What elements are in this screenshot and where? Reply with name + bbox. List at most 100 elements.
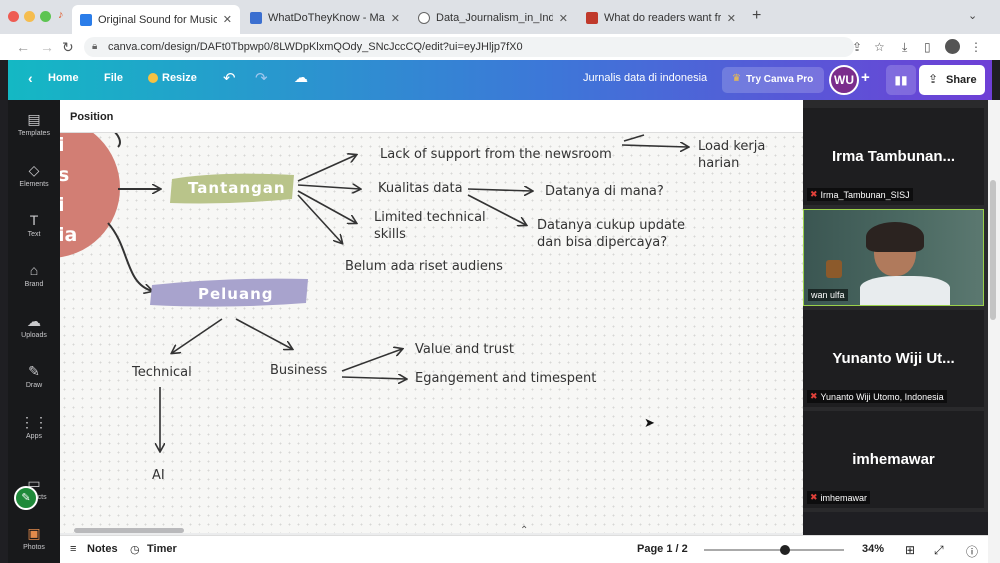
tantangan-brush-shape[interactable]	[170, 173, 294, 204]
tantangan-label[interactable]: Tantangan	[188, 179, 286, 197]
node-lack-support[interactable]: Lack of support from the newsroom	[380, 147, 612, 162]
pen-annotation-icon[interactable]: ✎	[14, 486, 38, 510]
chevron-left-icon[interactable]: ‹	[28, 70, 33, 86]
central-topic-circle[interactable]	[60, 133, 120, 258]
node-datanya-mana[interactable]: Datanya di mana?	[545, 184, 664, 199]
redo-icon[interactable]: ↷	[255, 70, 268, 87]
close-tab-icon[interactable]: ✕	[222, 14, 232, 26]
node-technical[interactable]: Technical	[132, 365, 192, 380]
node-update-line1[interactable]: Datanya cukup update	[537, 218, 686, 233]
close-tab-icon[interactable]: ✕	[558, 12, 568, 25]
insights-chart-icon[interactable]: ▮▮	[886, 65, 916, 95]
zoom-slider-track[interactable]	[704, 545, 844, 555]
page-indicator[interactable]: Page 1 / 2	[637, 543, 688, 555]
document-title[interactable]: Jurnalis data di indonesia	[583, 72, 708, 84]
node-limited-line1[interactable]: Limited technical	[374, 210, 486, 225]
node-value-trust[interactable]: Value and trust	[415, 342, 514, 357]
participant-tile[interactable]: Irma Tambunan... ✖ Irma_Tambunan_SISJ	[803, 108, 984, 205]
node-riset-audiens[interactable]: Belum ada riset audiens	[345, 259, 503, 274]
uploads-icon: ☁	[27, 313, 41, 329]
browser-menu-icon[interactable]: ⋮	[970, 40, 982, 54]
grid-view-icon[interactable]: ⊞	[905, 543, 916, 557]
mindmap-connectors	[60, 133, 803, 533]
arrow-stub-load	[623, 134, 645, 142]
fullscreen-icon[interactable]: ⤢	[934, 543, 944, 557]
position-button[interactable]: Position	[70, 111, 114, 123]
browser-tab[interactable]: WhatDoTheyKnow - Make and ✕	[242, 6, 408, 30]
node-business[interactable]: Business	[270, 363, 328, 378]
sidebar-item-elements[interactable]: ◇ Elements	[8, 161, 60, 188]
share-page-icon[interactable]: ⇪	[852, 40, 863, 54]
node-update-line2[interactable]: dan bisa dipercaya?	[537, 235, 668, 250]
sidebar-item-apps[interactable]: ⋮⋮ Apps	[8, 413, 60, 440]
profile-avatar[interactable]	[945, 39, 960, 54]
undo-icon[interactable]: ↶	[223, 70, 236, 87]
peluang-label[interactable]: Peluang	[198, 285, 274, 303]
home-button[interactable]: Home	[48, 72, 79, 84]
help-icon[interactable]: ⓘ	[966, 545, 979, 559]
canva-bottom-bar: ≡ Notes ◷ Timer Page 1 / 2 34% ⊞ ⤢ ⓘ	[60, 535, 992, 563]
person-hair-shape	[866, 222, 924, 252]
mic-muted-icon: ✖	[810, 189, 818, 199]
url-field[interactable]: 🔒︎ canva.com/design/DAFt0Tbpwp0/8LWDpKlx…	[84, 37, 854, 57]
sidebar-item-text[interactable]: T Text	[8, 211, 60, 238]
horizontal-scrollbar[interactable]	[74, 528, 184, 533]
back-icon[interactable]: ←	[16, 39, 30, 55]
resize-button[interactable]: Resize	[162, 72, 197, 84]
close-window-icon[interactable]	[8, 11, 19, 22]
participant-tile-active[interactable]: wan ulfa	[803, 209, 984, 306]
chevron-up-icon[interactable]: ⌃	[520, 525, 529, 536]
arrow-limited	[297, 190, 356, 223]
arrow-egangement	[341, 377, 406, 379]
close-tab-icon[interactable]: ✕	[726, 12, 736, 25]
participant-tile[interactable]: imhemawar ✖ imhemawar	[803, 411, 984, 508]
bookmark-star-icon[interactable]: ☆	[874, 40, 885, 54]
cloud-saved-icon: ☁	[294, 69, 308, 85]
arrow-to-peluang	[107, 222, 152, 291]
file-menu-button[interactable]: File	[104, 72, 123, 84]
crown-icon	[148, 73, 158, 83]
node-ai[interactable]: AI	[152, 468, 165, 483]
zoom-level[interactable]: 34%	[862, 543, 885, 555]
participant-label: Yunanto Wiji Utomo, Indonesia	[820, 391, 944, 402]
forward-icon[interactable]: →	[40, 39, 54, 55]
tab-search-icon[interactable]: ⌄	[968, 10, 978, 22]
right-scroll-strip	[988, 100, 1000, 563]
sidebar-item-brand[interactable]: ⌂ Brand	[8, 261, 60, 288]
address-bar-row: ← → ↻ 🔒︎ canva.com/design/DAFt0Tbpwp0/8L…	[0, 34, 1000, 60]
node-kualitas-data[interactable]: Kualitas data	[378, 181, 463, 196]
arrow-value-trust	[341, 349, 402, 372]
download-icon[interactable]: ⤓	[902, 40, 908, 54]
timer-button[interactable]: Timer	[147, 543, 177, 555]
close-tab-icon[interactable]: ✕	[390, 12, 400, 25]
add-collaborator-icon[interactable]: +	[861, 69, 870, 86]
brand-icon: ⌂	[29, 262, 39, 278]
browser-tab[interactable]: Original Sound for Musicians: Off ✕	[72, 5, 240, 34]
sidebar-item-draw[interactable]: ✎ Draw	[8, 362, 60, 389]
node-egangement[interactable]: Egangement and timespent	[415, 371, 597, 386]
timer-icon: ◷	[130, 544, 140, 556]
sidebar-item-uploads[interactable]: ☁ Uploads	[8, 312, 60, 339]
share-button[interactable]: ⇪ Share	[919, 65, 985, 95]
browser-tab[interactable]: Data_Journalism_in_Indonesia ✕	[410, 6, 576, 30]
try-canva-pro-button[interactable]: ♛ Try Canva Pro	[722, 67, 824, 93]
design-page[interactable]: i s i ia Tantangan Peluang Lack of suppo…	[60, 133, 803, 533]
notes-button[interactable]: Notes	[87, 543, 118, 555]
node-load-kerja[interactable]: Load kerja harian	[698, 139, 766, 171]
sidebar-item-templates[interactable]: ▤ Templates	[8, 110, 60, 137]
minimize-window-icon[interactable]	[24, 11, 35, 22]
zoom-slider-handle[interactable]	[780, 545, 791, 555]
draw-icon: ✎	[28, 363, 40, 379]
vertical-scrollbar[interactable]	[990, 180, 996, 320]
maximize-window-icon[interactable]	[40, 11, 51, 22]
sidepanel-icon[interactable]: ▯	[924, 40, 931, 54]
peluang-brush-shape[interactable]	[150, 278, 308, 307]
arrow-stub-top	[114, 133, 121, 148]
browser-tab[interactable]: What do readers want from nu ✕	[578, 6, 744, 30]
sidebar-item-photos[interactable]: ▣ Photos	[8, 524, 60, 551]
new-tab-button[interactable]: +	[752, 7, 762, 24]
node-limited-line2[interactable]: skills	[374, 227, 406, 242]
participant-tile[interactable]: Yunanto Wiji Ut... ✖ Yunanto Wiji Utomo,…	[803, 310, 984, 407]
user-avatar[interactable]: WU	[829, 65, 859, 95]
reload-icon[interactable]: ↻	[62, 39, 74, 55]
